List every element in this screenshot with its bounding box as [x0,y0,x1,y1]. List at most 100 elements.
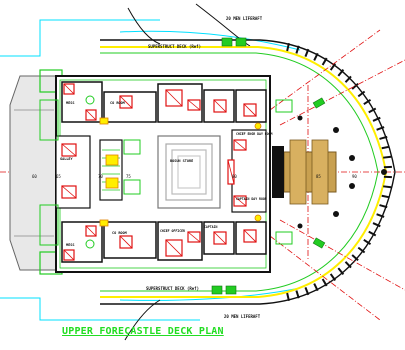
stanchion [321,278,328,287]
cabin-port-3 [235,89,267,123]
stanchion [381,194,390,199]
room-label-galley: GALLEY [60,157,74,161]
stanchion [286,292,290,302]
superstruct-top-label: SUPERSTRUCT DECK (Ref) [148,44,201,49]
stanchion [321,57,328,66]
sheer-bottom-left [124,299,161,341]
fixture-1 [123,139,141,155]
fixture-8 [39,204,59,246]
stanchion [337,69,345,77]
bollard-1 [333,127,339,133]
room-label-store: BOSUN STORE [170,159,193,163]
radial-line-2 [279,59,405,126]
yellow-dot-2 [254,214,262,222]
stanchion [351,254,359,262]
stanchion [329,62,337,71]
liferaft-bottom-label: 20 MEN LIFERAFT [224,314,261,319]
liferaft-top-label: 20 MEN LIFERAFT [226,16,263,21]
red-equipment-cross [213,99,227,113]
red-equipment-cross [233,139,247,151]
red-equipment-cross [243,229,257,243]
red-equipment-cross [61,143,77,157]
red-equipment [61,83,257,261]
red-equipment-cross [61,185,77,199]
stanchion [313,52,319,61]
cyan-line-top [0,19,160,57]
fitting-2 [312,237,326,249]
red-equipment-cross [187,231,201,243]
cyan-line-bottom [0,297,200,321]
stanchion [376,213,385,218]
sheer-top-left [127,7,161,45]
red-equipment-cross [119,235,133,249]
frame-number: 65 [56,174,61,179]
stanchion [351,82,359,90]
stanchion [383,155,392,159]
yellow-dot-1 [254,122,262,130]
bollard-7 [381,169,387,175]
windlass-motor [272,146,284,198]
frame-number: 60 [32,174,37,179]
bollard-4 [349,183,355,189]
fixture-6 [275,231,293,245]
red-equipment-cross [63,83,75,95]
windlass [272,139,337,205]
fixture-5 [275,99,293,113]
stanchion [304,287,310,296]
stanchion [372,116,381,122]
frame-number: 70 [98,174,103,179]
room-label-chief-engr: CHIEF ENGR DAY ROOM [236,132,273,136]
superstruct-bottom-label: SUPERSTRUCT DECK (Ref) [146,286,199,291]
red-equipment-cross [85,109,97,121]
liferaft-bottom-1 [211,285,223,295]
room-label-chief-officer: CHIEF OFFICER [160,229,185,233]
stanchion [344,261,352,269]
stanchion [295,290,300,299]
frame-number: 80 [232,174,237,179]
yellow-block-3 [99,117,109,125]
stanchion [337,267,345,275]
yellow-block-2 [105,177,119,189]
stanchion [383,185,392,189]
red-equipment-cross [233,195,247,207]
red-equipment-cross [213,231,227,245]
store-inner-1 [165,143,213,201]
drawing-title: UPPER FORECASTLE DECK PLAN [62,326,224,337]
hull-outline [100,39,396,305]
deck-fittings [211,37,326,295]
liferaft-bottom-2 [225,285,237,295]
stanchion [379,135,388,140]
red-equipment-cross [187,99,201,111]
stanchion [368,107,377,114]
bosun-store [157,135,221,209]
yellow-accents [99,117,262,227]
frame-number: 85 [316,174,321,179]
stanchion [329,273,337,282]
room-label-co-port: CO ROOM [110,101,125,105]
stanchion [381,145,390,150]
fixture-7 [39,99,59,141]
room-label-captain: CAPTAIN [204,225,218,229]
stanchion [368,230,377,237]
frame-number: 90 [352,174,357,179]
sheer-top-right [195,3,251,47]
red-equipment-cross [165,239,183,257]
stanchion [372,222,381,228]
room-label-co-stbd: CO ROOM [112,231,127,235]
room-label-captain-day: CAPTAIN DAY ROOM [236,197,267,201]
store-inner-3 [177,155,201,189]
store-inner-2 [171,149,207,195]
red-equipment-cross [227,159,235,185]
bollards [297,115,387,229]
red-equipment-cross [85,225,97,237]
stanchion [363,238,372,246]
fitting-1 [312,97,326,109]
bollard-2 [333,211,339,217]
cyan-deck-edge-top [119,30,301,51]
bulwark-stanchions [286,42,392,302]
stanchion [379,204,388,209]
green-fixtures [39,95,293,249]
room-label-mess-stbd: MESS [66,243,74,247]
